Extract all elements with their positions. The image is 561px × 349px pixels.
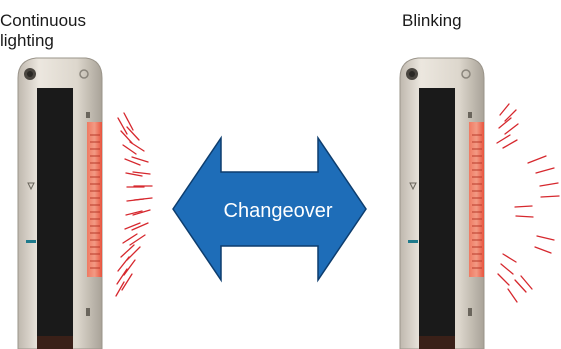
continuous-lighting-label: Continuous lighting (0, 11, 87, 50)
changeover-text: Changeover (224, 200, 333, 222)
screw-icon (79, 69, 89, 79)
blinking-label: Blinking (402, 11, 462, 30)
blinking-light-rays (496, 103, 560, 303)
light-strip (87, 122, 102, 277)
sensor-left (17, 57, 103, 349)
changeover-arrow: Changeover (172, 135, 367, 283)
light-strip (469, 122, 484, 277)
triangle-mark-icon (409, 182, 417, 191)
sensor-right (399, 57, 485, 349)
continuous-light-rays (115, 112, 153, 297)
alignment-mark (26, 240, 36, 243)
emitter-window (37, 88, 73, 349)
emitter-window (419, 88, 455, 349)
screw-icon (461, 69, 471, 79)
alignment-mark (408, 240, 418, 243)
triangle-mark-icon (27, 182, 35, 191)
